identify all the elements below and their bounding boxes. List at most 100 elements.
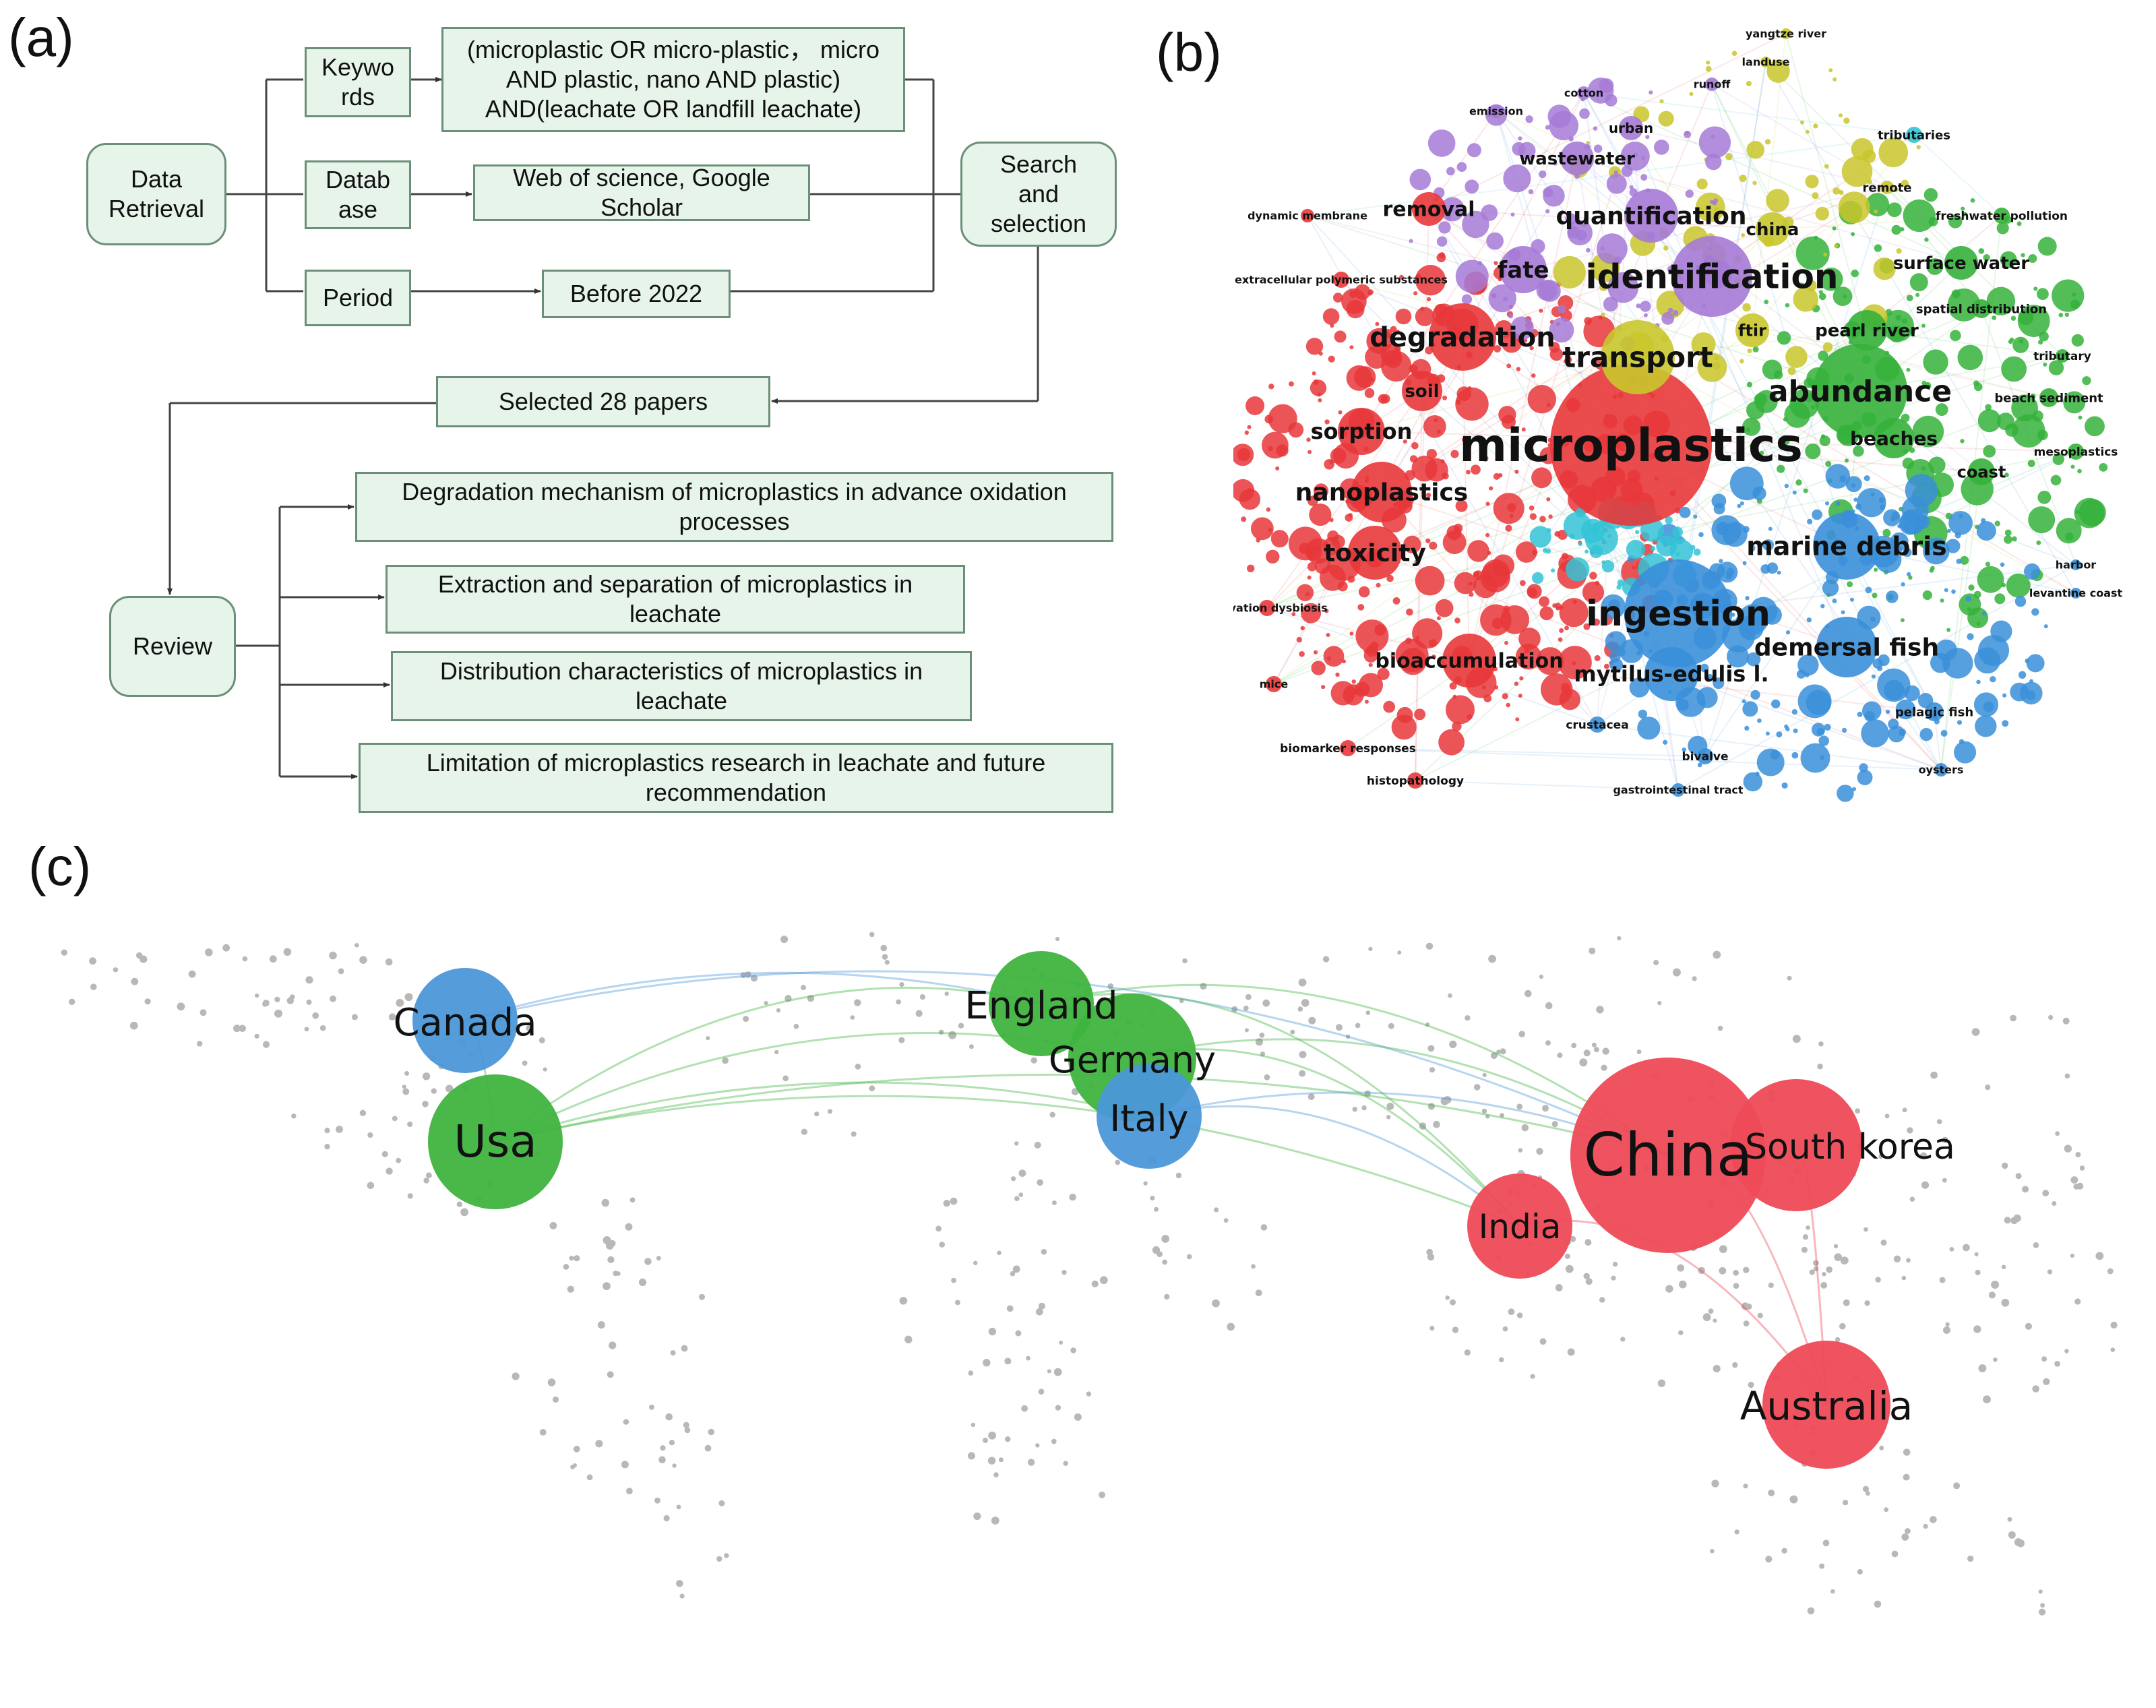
network-bubble [1323,646,1345,667]
topic-box-4: Limitation of microplastics research in … [359,743,1113,813]
network-bubble [2016,221,2022,226]
network-bubble [1710,200,1715,204]
network-bubble [1713,677,1725,690]
map-dot [269,955,277,963]
network-bubble [1819,267,1843,291]
map-dot [1567,1348,1575,1356]
network-bubble [1333,293,1343,303]
network-bubble [1411,442,1419,450]
map-dot [814,1111,820,1117]
network-bubble [1820,755,1825,760]
map-dot [943,1200,950,1207]
network-bubble [1785,303,1790,308]
map-dot [609,1341,617,1349]
map-dot [1161,1235,1170,1243]
network-bubble [1532,549,1538,555]
map-dot [1713,1318,1717,1323]
map-dot [616,1271,621,1276]
map-dot [2015,1173,2022,1180]
network-bubble [1976,521,1996,541]
network-bubble [1557,529,1568,540]
flowchart-connectors [167,77,1039,779]
network-bubble [2052,453,2064,465]
network-bubble [1426,297,1431,302]
keyword-label: cotton [1564,87,1603,100]
map-dot [1743,1320,1750,1326]
network-bubble [1882,528,1891,537]
country-label: India [1479,1207,1562,1246]
map-dot [355,943,359,948]
map-dot [2001,1298,2010,1307]
map-dot [801,985,806,991]
keyword-node [1340,740,1356,756]
network-bubble [1954,741,1977,764]
map-dot [1963,1244,1970,1252]
keywords-box: Keywo rds [305,47,411,117]
keyword-node [1671,236,1752,317]
network-bubble [1745,596,1750,601]
map-dot [1820,1282,1828,1289]
network-bubble [1510,316,1534,340]
map-dot [312,1012,319,1019]
network-bubble [1558,305,1566,313]
network-bubble [1665,516,1673,524]
map-dot [973,1260,978,1265]
network-bubble [1335,672,1340,677]
map-dot [1500,1113,1505,1118]
network-bubble [1599,282,1608,291]
keyword-label: ingestion [1586,594,1770,634]
keyword-label: mice [1260,678,1289,691]
map-dot [2079,1165,2085,1171]
network-link [1711,84,1847,547]
map-dot [1299,1070,1306,1077]
map-dot [205,948,213,956]
network-bubble [1822,342,1833,353]
network-bubble [1711,515,1742,545]
network-link [1428,33,1787,210]
network-bubble [1403,535,1421,553]
map-dot [188,970,196,978]
map-dot [1978,1364,1987,1372]
network-link [1886,187,1982,309]
network-bubble [1764,299,1769,305]
network-bubble [1455,260,1489,293]
map-dot [1053,1368,1062,1376]
network-bubble [1944,588,1948,592]
network-bubble [1601,312,1605,317]
network-bubble [1963,212,1967,217]
network-bubble [2012,414,2045,448]
network-bubble [1377,667,1390,681]
map-dot [1571,1043,1577,1049]
map-dot [1884,1114,1890,1119]
network-bubble [1835,501,1841,506]
network-bubble [1415,307,1435,326]
topic-text-3: Distribution characteristics of micropla… [439,657,923,714]
map-dot [2022,1186,2029,1193]
map-dot [663,1515,670,1522]
network-bubble [1880,504,1886,510]
period-value-box: Before 2022 [542,270,731,318]
network-bubble [1888,725,1905,743]
network-bubble [2027,460,2035,468]
keyword-label: wastewater [1519,149,1635,169]
map-dot [1732,1362,1738,1368]
period-box: Period [305,270,411,326]
map-dot [1545,1002,1553,1010]
period-value-text: Before 2022 [569,280,703,307]
map-dot [2064,1349,2069,1353]
map-dot [1355,1023,1361,1029]
map-dot [1579,1058,1588,1067]
network-bubble [1349,290,1357,298]
map-dot [780,936,789,944]
map-dot [359,1109,367,1116]
topic-box-2: Extraction and separation of microplasti… [386,565,965,634]
map-dot [2032,1385,2039,1393]
map-dot [660,1445,666,1451]
keyword-node [1301,209,1314,222]
network-bubble [1367,289,1374,295]
network-bubble [1818,290,1823,295]
map-dot [2075,1152,2081,1157]
map-dot [2010,1014,2017,1022]
network-bubble [1990,676,1996,683]
map-dot [1364,1090,1371,1097]
